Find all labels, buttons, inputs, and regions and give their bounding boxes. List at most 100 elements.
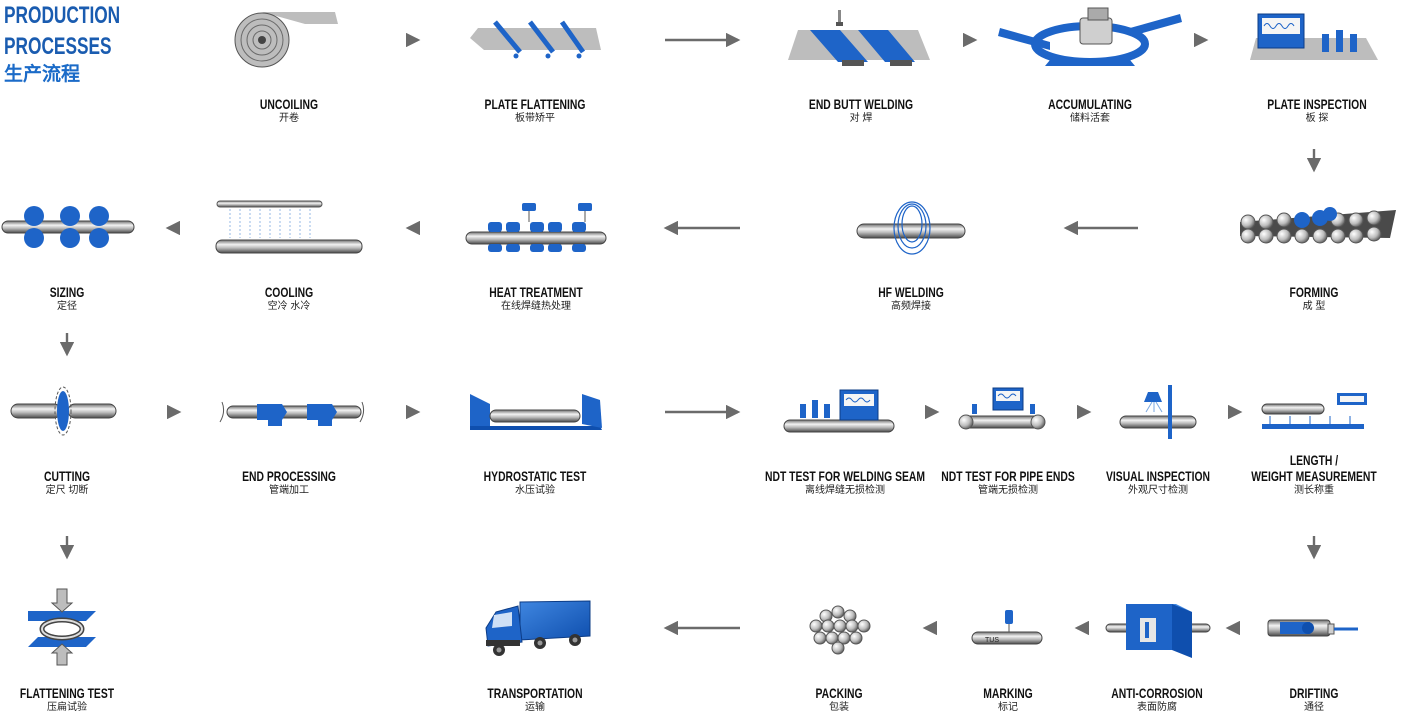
step-label: PLATE INSPECTION (1267, 96, 1367, 112)
cooling-icon (215, 200, 363, 254)
step-packing: PACKING 包装 (729, 685, 949, 714)
flattening-test-icon (28, 588, 96, 666)
step-label-zh: 定尺 切断 (45, 485, 89, 496)
step-hf-welding: HF WELDING 高频焊接 (801, 284, 1021, 313)
step-label-zh: 离线焊缝无损检测 (805, 485, 885, 496)
step-label-zh: 标记 (998, 702, 1018, 713)
step-cutting: CUTTING 定尺 切断 (0, 468, 177, 497)
step-visual-inspection: VISUAL INSPECTION 外观尺寸检测 (1048, 468, 1268, 497)
step-plate-flattening: PLATE FLATTENING 板带矫平 (425, 96, 645, 125)
title-line-2: PROCESSES (4, 33, 112, 60)
step-label-zh: 外观尺寸检测 (1128, 485, 1188, 496)
step-accumulating: ACCUMULATING 储料活套 (980, 96, 1200, 125)
step-label: ANTI-CORROSION (1111, 685, 1203, 701)
step-label-line-2: WEIGHT MEASUREMENT (1251, 468, 1377, 484)
step-transportation: TRANSPORTATION 运输 (425, 685, 645, 714)
plate-inspection-icon (1250, 13, 1378, 60)
step-label-zh: 表面防腐 (1137, 702, 1177, 713)
step-drifting: DRIFTING 通径 (1204, 685, 1407, 714)
truck-icon (485, 600, 591, 656)
step-label: ACCUMULATING (1048, 96, 1132, 112)
step-label: NDT TEST FOR WELDING SEAM (764, 468, 926, 484)
page-title: PRODUCTION PROCESSES 生产流程 (4, 0, 165, 87)
step-forming: FORMING 成 型 (1204, 284, 1407, 313)
step-label: FORMING (1289, 284, 1339, 300)
anti-corrosion-icon (1105, 604, 1211, 658)
visual-inspection-icon (1119, 385, 1197, 439)
pipe-bundle-icon (809, 605, 871, 655)
step-label-zh: 板带矫平 (515, 113, 555, 124)
step-label-zh: 管端无损检测 (978, 485, 1038, 496)
step-label-zh: 水压试验 (515, 485, 555, 496)
step-label-zh: 压扁试验 (47, 702, 87, 713)
step-label: VISUAL INSPECTION (1105, 468, 1210, 484)
step-end-butt-welding: END BUTT WELDING 对 焊 (751, 96, 971, 125)
step-label-zh: 板 探 (1305, 113, 1329, 124)
step-label-zh: 在线焊缝热处理 (501, 301, 571, 312)
step-label-zh: 空冷 水冷 (267, 301, 311, 312)
marking-icon (971, 610, 1043, 645)
step-label-zh: 成 型 (1302, 301, 1326, 312)
heat-treatment-icon (465, 203, 607, 252)
step-anti-corrosion: ANTI-CORROSION 表面防腐 (1047, 685, 1267, 714)
step-label: HYDROSTATIC TEST (483, 468, 587, 484)
end-processing-icon (219, 401, 365, 426)
step-label-zh: 包装 (829, 702, 849, 713)
step-label: PLATE FLATTENING (484, 96, 586, 112)
forming-icon (1240, 207, 1396, 244)
step-end-processing: END PROCESSING 管端加工 (179, 468, 399, 497)
cutting-icon (10, 386, 117, 436)
step-label: PACKING (815, 685, 863, 701)
step-label: SIZING (49, 284, 85, 300)
uncoiling-icon (234, 12, 338, 68)
step-label-zh: 测长称重 (1294, 485, 1334, 496)
title-line-1: PRODUCTION (4, 2, 121, 29)
step-cooling: COOLING 空冷 水冷 (179, 284, 399, 313)
step-hydrostatic-test: HYDROSTATIC TEST 水压试验 (425, 468, 645, 497)
step-label-zh: 开卷 (279, 113, 299, 124)
step-sizing: SIZING 定径 (0, 284, 177, 313)
accumulating-icon (998, 7, 1182, 66)
step-label-zh: 高频焊接 (891, 301, 931, 312)
step-label-zh: 通径 (1304, 702, 1324, 713)
step-label: NDT TEST FOR PIPE ENDS (941, 468, 1075, 484)
step-label: FLATTENING TEST (19, 685, 115, 701)
step-label: END PROCESSING (242, 468, 336, 484)
step-label-zh: 储料活套 (1070, 113, 1110, 124)
step-label: HF WELDING (878, 284, 944, 300)
step-length-weight: LENGTH / WEIGHT MEASUREMENT 测长称重 (1204, 452, 1407, 497)
step-label: DRIFTING (1289, 685, 1339, 701)
step-label: COOLING (264, 284, 314, 300)
step-ndt-welding-seam: NDT TEST FOR WELDING SEAM 离线焊缝无损检测 (735, 468, 955, 497)
step-label: CUTTING (43, 468, 91, 484)
step-ndt-pipe-ends: NDT TEST FOR PIPE ENDS 管端无损检测 (898, 468, 1118, 497)
step-label-zh: 对 焊 (849, 113, 873, 124)
length-weight-icon (1261, 393, 1367, 429)
step-label: HEAT TREATMENT (489, 284, 583, 300)
step-label-line-1: LENGTH / (1289, 452, 1339, 468)
step-flattening-test: FLATTENING TEST 压扁试验 (0, 685, 177, 714)
step-heat-treatment: HEAT TREATMENT 在线焊缝热处理 (426, 284, 646, 313)
ndt-ends-icon (958, 387, 1046, 430)
step-label: UNCOILING (259, 96, 319, 112)
step-label-zh: 管端加工 (269, 485, 309, 496)
step-uncoiling: UNCOILING 开卷 (179, 96, 399, 125)
step-marking: MARKING 标记 (898, 685, 1118, 714)
marking-stamp-text: TUS (985, 637, 999, 644)
hydrostatic-test-icon (470, 394, 602, 430)
step-label-zh: 运输 (525, 702, 545, 713)
title-chinese: 生产流程 (4, 64, 81, 85)
drifting-icon (1267, 619, 1358, 637)
step-label: MARKING (983, 685, 1033, 701)
plate-flattening-icon (470, 20, 601, 59)
step-label-zh: 定径 (57, 301, 77, 312)
step-label: TRANSPORTATION (487, 685, 583, 701)
sizing-icon (1, 206, 135, 248)
hf-welding-icon (856, 201, 966, 255)
step-label: END BUTT WELDING (808, 96, 914, 112)
end-butt-welding-icon (788, 10, 930, 66)
step-plate-inspection: PLATE INSPECTION 板 探 (1207, 96, 1407, 125)
ndt-seam-icon (783, 389, 895, 433)
